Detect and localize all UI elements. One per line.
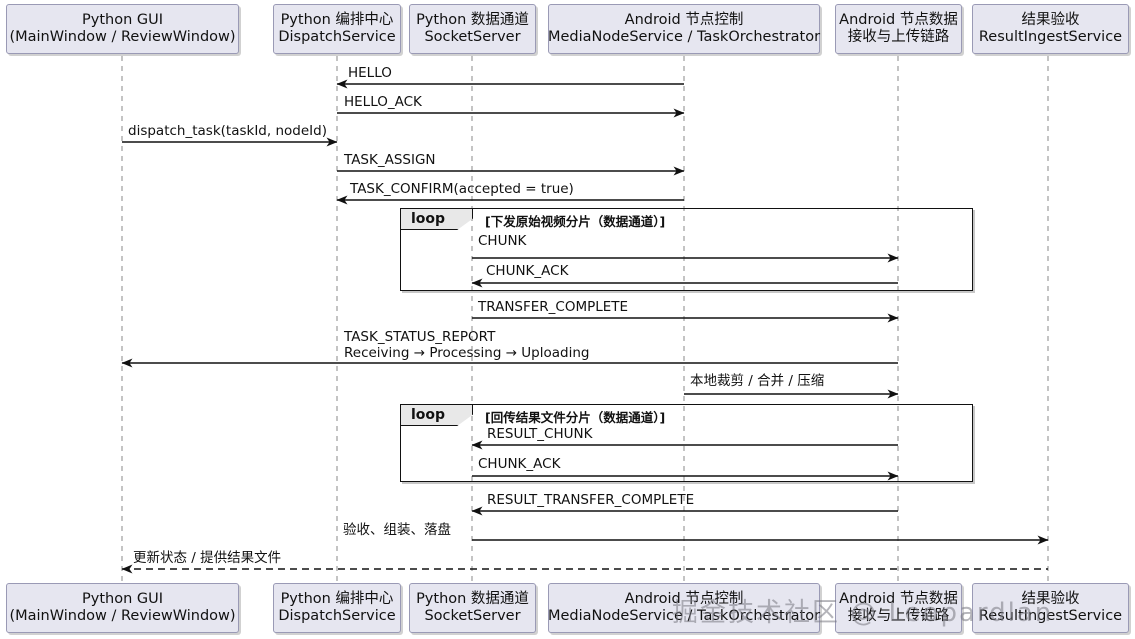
message-label-text: RESULT_CHUNK	[487, 426, 593, 442]
message-label-m11: RESULT_CHUNK	[487, 426, 593, 443]
participant-label-line2: DispatchService	[278, 608, 396, 624]
message-label-m10: 本地裁剪 / 合并 / 压缩	[690, 373, 825, 390]
message-label-m12: CHUNK_ACK	[478, 456, 561, 473]
message-label-text: CHUNK_ACK	[478, 456, 561, 472]
fragment-loop1-operator: loop	[401, 209, 473, 230]
message-label-m13: RESULT_TRANSFER_COMPLETE	[487, 492, 695, 509]
participant-label-line2: ResultIngestService	[978, 29, 1123, 45]
fragment-loop2	[400, 404, 973, 482]
fragment-loop2-condition: [回传结果文件分片（数据通道）]	[485, 410, 666, 425]
message-label-text: RESULT_TRANSFER_COMPLETE	[487, 492, 695, 508]
message-label-m1: HELLO	[348, 65, 392, 82]
message-label-text: CHUNK	[478, 233, 527, 249]
participant-label-line2: 接收与上传链路	[847, 608, 950, 624]
message-label-text: dispatch_task(taskId, nodeId)	[128, 123, 327, 139]
participant-gui-bottom: Python GUI(MainWindow / ReviewWindow)	[6, 583, 239, 633]
participant-label-line2: ResultIngestService	[978, 608, 1123, 624]
message-label-m8: TRANSFER_COMPLETE	[478, 299, 629, 316]
participant-label-line1: Python GUI	[82, 590, 163, 607]
participant-label-line2: SocketServer	[424, 608, 521, 624]
message-label-text: TASK_ASSIGN	[344, 152, 436, 168]
message-label-m14: 验收、组装、落盘	[343, 522, 451, 539]
participant-label-line1: Android 节点数据	[839, 11, 958, 28]
message-label-subtext: Receiving → Processing → Uploading	[344, 344, 590, 361]
participant-label-line1: Android 节点控制	[624, 590, 744, 607]
participant-label-line1: Python 数据通道	[416, 11, 529, 28]
message-label-text: TASK_STATUS_REPORT	[344, 329, 496, 345]
message-label-text: 更新状态 / 提供结果文件	[133, 550, 282, 566]
participant-label-line2: DispatchService	[278, 29, 396, 45]
message-label-m5: TASK_CONFIRM(accepted = true)	[350, 181, 574, 198]
participant-label-line2: SocketServer	[424, 29, 521, 45]
participant-label-line2: (MainWindow / ReviewWindow)	[9, 608, 236, 624]
participant-gui-top: Python GUI(MainWindow / ReviewWindow)	[6, 4, 239, 54]
message-label-m2: HELLO_ACK	[344, 94, 422, 111]
participant-label-line1: 结果验收	[1021, 590, 1080, 607]
message-label-text: HELLO	[348, 65, 392, 81]
message-label-m3: dispatch_task(taskId, nodeId)	[128, 123, 327, 140]
participant-label-line2: MediaNodeService / TaskOrchestrator	[547, 608, 821, 624]
message-label-m4: TASK_ASSIGN	[344, 152, 436, 169]
participant-label-line1: Python 数据通道	[416, 590, 529, 607]
message-label-text: 本地裁剪 / 合并 / 压缩	[690, 373, 825, 389]
message-label-m15: 更新状态 / 提供结果文件	[133, 550, 282, 567]
participant-label-line1: Python 编排中心	[280, 590, 394, 607]
participant-label-line2: 接收与上传链路	[847, 29, 950, 45]
fragment-loop2-operator: loop	[401, 405, 473, 426]
fragment-loop1	[400, 208, 973, 291]
lifelines-group	[121, 56, 1049, 586]
participant-label-line1: Python GUI	[82, 11, 163, 28]
message-label-text: TRANSFER_COMPLETE	[478, 299, 629, 315]
message-arrows-group	[121, 79, 1049, 574]
participant-label-line1: Python 编排中心	[280, 11, 394, 28]
message-label-text: CHUNK_ACK	[486, 263, 569, 279]
participant-label-line2: MediaNodeService / TaskOrchestrator	[547, 29, 821, 45]
participant-label-line2: (MainWindow / ReviewWindow)	[9, 29, 236, 45]
message-label-text: 验收、组装、落盘	[343, 522, 451, 538]
participant-label-line1: Android 节点控制	[624, 11, 744, 28]
message-label-m7: CHUNK_ACK	[486, 263, 569, 280]
participant-link-top: Android 节点数据接收与上传链路	[835, 4, 962, 54]
message-label-m6: CHUNK	[478, 233, 527, 250]
message-label-text: TASK_CONFIRM(accepted = true)	[350, 181, 574, 197]
fragment-loop1-condition: [下发原始视频分片（数据通道）]	[485, 214, 666, 229]
message-label-text: HELLO_ACK	[344, 94, 422, 110]
participant-label-line1: 结果验收	[1021, 11, 1080, 28]
participant-link-bottom: Android 节点数据接收与上传链路	[835, 583, 962, 633]
participant-label-line1: Android 节点数据	[839, 590, 958, 607]
